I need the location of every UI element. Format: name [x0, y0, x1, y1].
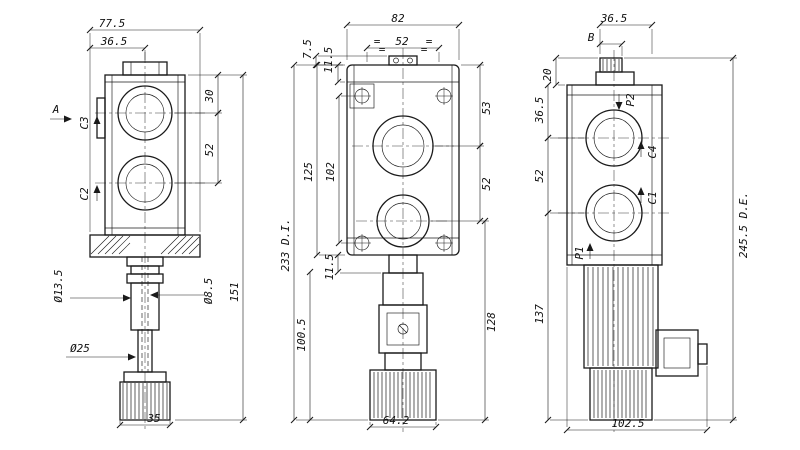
solenoid-nut-front — [369, 369, 437, 421]
front-port-bottom-outer — [376, 194, 430, 248]
dim-body-height-label: 125 — [302, 162, 315, 182]
dim-top-port1-label: 53 — [480, 101, 493, 114]
bolt-hole-bottom-left — [354, 235, 370, 251]
knurled-knob — [119, 381, 171, 421]
section-hatching — [90, 235, 200, 255]
extension-lines — [89, 29, 737, 427]
knurl-lines — [122, 59, 654, 419]
bolt-hole-bottom-right — [436, 235, 452, 251]
dim-flange-width-label: 77.5 — [99, 17, 126, 30]
dim-bolt-spacing-label: 102 — [324, 162, 337, 182]
front-top-port — [388, 55, 418, 66]
top-port-hole-right — [407, 57, 413, 64]
dim-knob-width-label: 35 — [146, 412, 160, 425]
port-c2-bore — [125, 163, 165, 203]
view-front — [346, 55, 460, 421]
rear-port-top-outer — [585, 109, 643, 167]
leader-arrows — [50, 94, 645, 361]
dimension-labels: 77.5 36.5 30 52 151 35 Ø13.5 Ø8.5 Ø25 A … — [52, 12, 750, 430]
stem-hidden-bore — [141, 257, 149, 372]
equal-mark-4: = — [421, 43, 428, 56]
bolt-hole-top-right — [436, 88, 452, 104]
bolt-hole-top-left — [354, 88, 370, 104]
port-c2-label: C2 — [78, 187, 91, 201]
dim-plate-label: 11.5 — [322, 47, 335, 74]
dim-front-port-spacing-label: 52 — [480, 177, 493, 191]
rear-port-bottom-bore — [593, 192, 635, 234]
equal-mark-2: = — [426, 35, 433, 48]
din-connector-side-inner — [663, 337, 691, 369]
rear-port-bottom-outer — [585, 184, 643, 242]
dim-half-width-label: 36.5 — [100, 35, 128, 48]
front-body-edges — [347, 65, 459, 255]
port-c3-outer — [117, 85, 173, 141]
dim-side-height-label: 151 — [228, 282, 241, 302]
side-body-edges — [105, 62, 185, 235]
solenoid-nut-rear — [589, 367, 653, 421]
equal-mark-1: = — [374, 35, 381, 48]
dim-solenoid-width-label: 64.2 — [383, 414, 410, 427]
gauge-port-boss — [349, 83, 375, 109]
spring-washer-stack — [126, 256, 164, 284]
rear-port-top-bore — [593, 117, 635, 159]
dim-total-de-label: 245.5 D.E. — [737, 192, 750, 258]
connector-screw — [397, 323, 409, 335]
front-port-top-outer — [372, 115, 434, 177]
dia-stem-label: Ø13.5 — [52, 269, 65, 302]
solenoid-coil — [583, 264, 659, 369]
side-port-boss — [96, 97, 106, 139]
dim-c3-c2-label: 52 — [203, 143, 216, 157]
port-c2-outer — [117, 155, 173, 211]
port-c3-bore — [125, 93, 165, 133]
port-p1-label: P1 — [573, 246, 586, 259]
dim-total-di-label: 233 D.I. — [279, 219, 292, 272]
port-a-label: A — [52, 103, 60, 116]
dim-bottom-step-label: 11.5 — [323, 254, 336, 281]
port-c1-label: C1 — [646, 191, 659, 204]
dim-rear-port1-label: 36.5 — [533, 97, 546, 125]
dim-lower-rear-label: 137 — [533, 304, 546, 324]
dim-rear-width-label: 102.5 — [611, 417, 644, 430]
view-rear — [566, 57, 708, 421]
connector-cable-gland — [697, 343, 708, 365]
dimension-lines — [86, 21, 737, 434]
front-port-top-bore — [381, 124, 425, 168]
dim-lower-front-label: 128 — [485, 312, 498, 332]
dim-rear-port-spacing-label: 52 — [533, 169, 546, 183]
rear-body — [566, 84, 663, 266]
port-c3-label: C3 — [78, 116, 91, 129]
dim-front-width-label: 82 — [391, 12, 405, 25]
dim-b-label: B — [588, 31, 595, 44]
port-p2-label: P2 — [624, 93, 637, 107]
dim-top-to-c3-label: 30 — [203, 89, 216, 104]
dia-washer-label: Ø25 — [70, 342, 90, 355]
dim-top-step-label: 7.5 — [301, 39, 314, 59]
front-port-bottom-bore — [384, 202, 422, 240]
centerlines — [95, 48, 672, 432]
din-connector-side — [655, 329, 699, 377]
dim-tab-height-label: 20 — [541, 68, 554, 82]
rear-body-edges — [567, 85, 662, 265]
side-top-tab — [122, 61, 168, 76]
connector-screw-slot — [398, 324, 408, 334]
dim-tab-width-label: 36.5 — [600, 12, 628, 25]
dim-solenoid-length-label: 100.5 — [295, 318, 308, 351]
din-connector-inner — [386, 312, 420, 346]
rear-top-tab — [595, 71, 635, 86]
dia-bore-label: Ø8.5 — [202, 278, 215, 305]
equal-mark-3: = — [379, 43, 386, 56]
dim-port-width-label: 52 — [395, 35, 409, 48]
view-side — [89, 61, 201, 421]
port-c4-label: C4 — [646, 145, 659, 158]
top-port-hole-left — [393, 57, 399, 64]
